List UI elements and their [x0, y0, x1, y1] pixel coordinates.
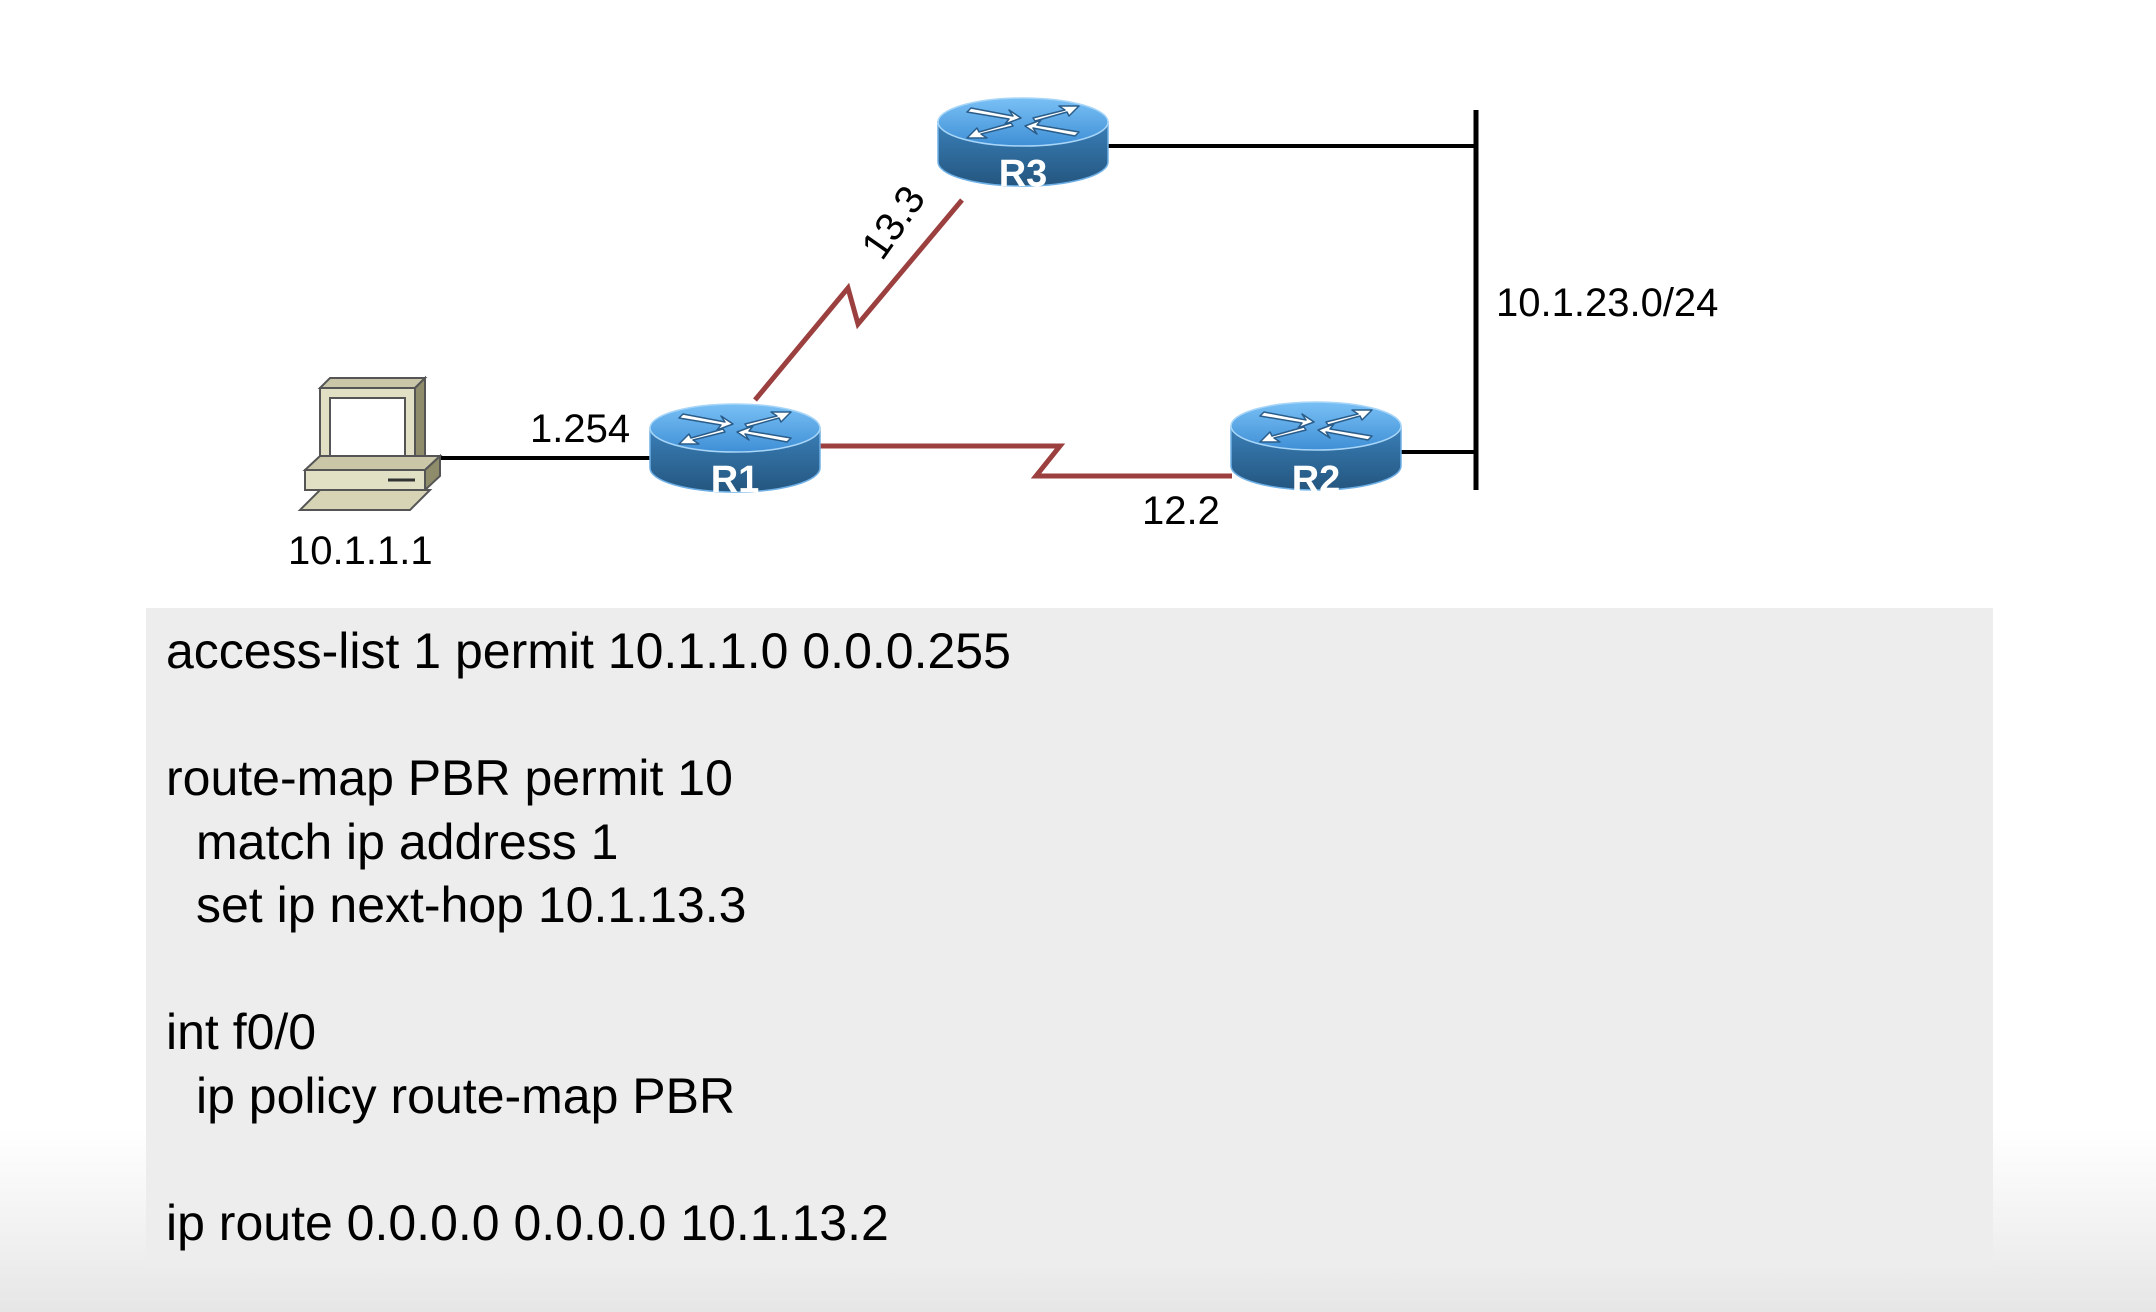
r2-serial-ip-label: 12.2 — [1142, 489, 1220, 533]
config-line-blank — [166, 684, 1973, 748]
config-line-interface: int f0/0 — [166, 1004, 317, 1060]
router-r1-label: R1 — [711, 459, 760, 501]
router-r2-icon[interactable]: R2 — [1230, 401, 1402, 501]
config-line-route-map: route-map PBR permit 10 — [166, 750, 733, 806]
host-ip-label: 10.1.1.1 — [288, 529, 433, 573]
config-line-blank — [166, 1128, 1973, 1192]
config-line-access-list: access-list 1 permit 10.1.1.0 0.0.0.255 — [166, 623, 1011, 679]
router-r3-label: R3 — [999, 153, 1048, 195]
config-line-set-next-hop: set ip next-hop 10.1.13.3 — [196, 877, 747, 933]
r3-serial-ip-label: 13.3 — [853, 178, 934, 267]
config-line-ip-policy: ip policy route-map PBR — [196, 1067, 736, 1124]
network-diagram: R3 R1 R2 10.1.1.1 1.254 13.3 12.2 10.1.2… — [288, 97, 1718, 573]
r1-r3-serial-link — [753, 198, 964, 402]
router-r1-icon[interactable]: R1 — [649, 403, 821, 501]
router-r2-label: R2 — [1292, 459, 1341, 501]
lan-subnet-label: 10.1.23.0/24 — [1496, 281, 1718, 325]
host-pc-icon — [297, 375, 443, 511]
r1-lan-ip-label: 1.254 — [530, 407, 630, 451]
config-line-blank — [166, 938, 1973, 1002]
config-panel: access-list 1 permit 10.1.1.0 0.0.0.255 … — [146, 608, 1993, 1268]
config-line-match: match ip address 1 — [196, 813, 619, 870]
config-line-ip-route: ip route 0.0.0.0 0.0.0.0 10.1.13.2 — [166, 1194, 889, 1251]
r1-r2-serial-link — [820, 443, 1232, 479]
router-r3-icon[interactable]: R3 — [937, 97, 1109, 195]
